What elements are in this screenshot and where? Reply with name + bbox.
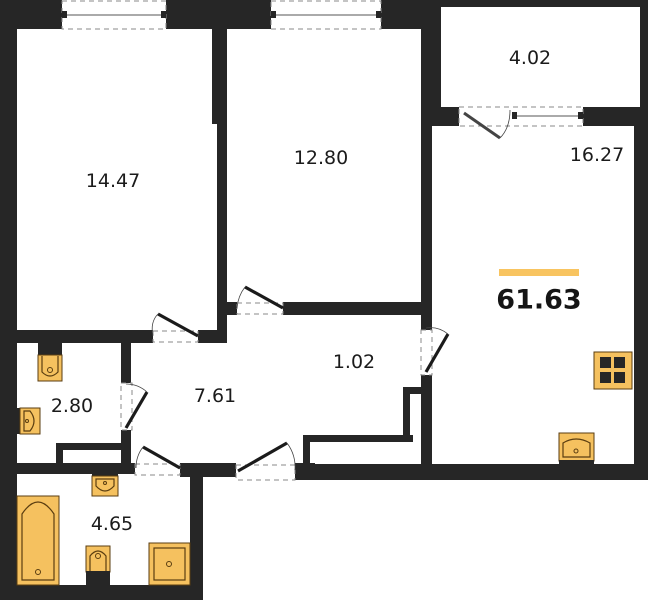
- sink-icon: [17, 407, 41, 435]
- sink-icon: [91, 474, 119, 497]
- windows: [61, 0, 584, 140]
- room-area-hallway: 7.61: [193, 385, 237, 407]
- room-area-bedroom-2: 12.80: [293, 147, 349, 169]
- bathtub-icon: [16, 495, 60, 586]
- total-area: 61.63: [496, 284, 582, 316]
- room-area-toilet: 2.80: [50, 395, 94, 417]
- fixtures: [16, 343, 633, 586]
- room-area-bathroom: 4.65: [90, 513, 134, 535]
- toilet-icon: [37, 343, 63, 382]
- total-area-accent-bar: [499, 269, 579, 276]
- kitchen-sink-icon: [558, 432, 595, 465]
- room-area-balcony: 4.02: [508, 47, 552, 69]
- toilet-icon: [85, 545, 111, 585]
- room-area-kitchen-living: 16.27: [569, 144, 625, 166]
- room-area-bedroom-1: 14.47: [85, 170, 141, 192]
- doors: [120, 285, 450, 481]
- stove-icon: [593, 351, 633, 390]
- room-area-closet: 1.02: [332, 351, 376, 373]
- washing-machine-icon: [148, 542, 191, 586]
